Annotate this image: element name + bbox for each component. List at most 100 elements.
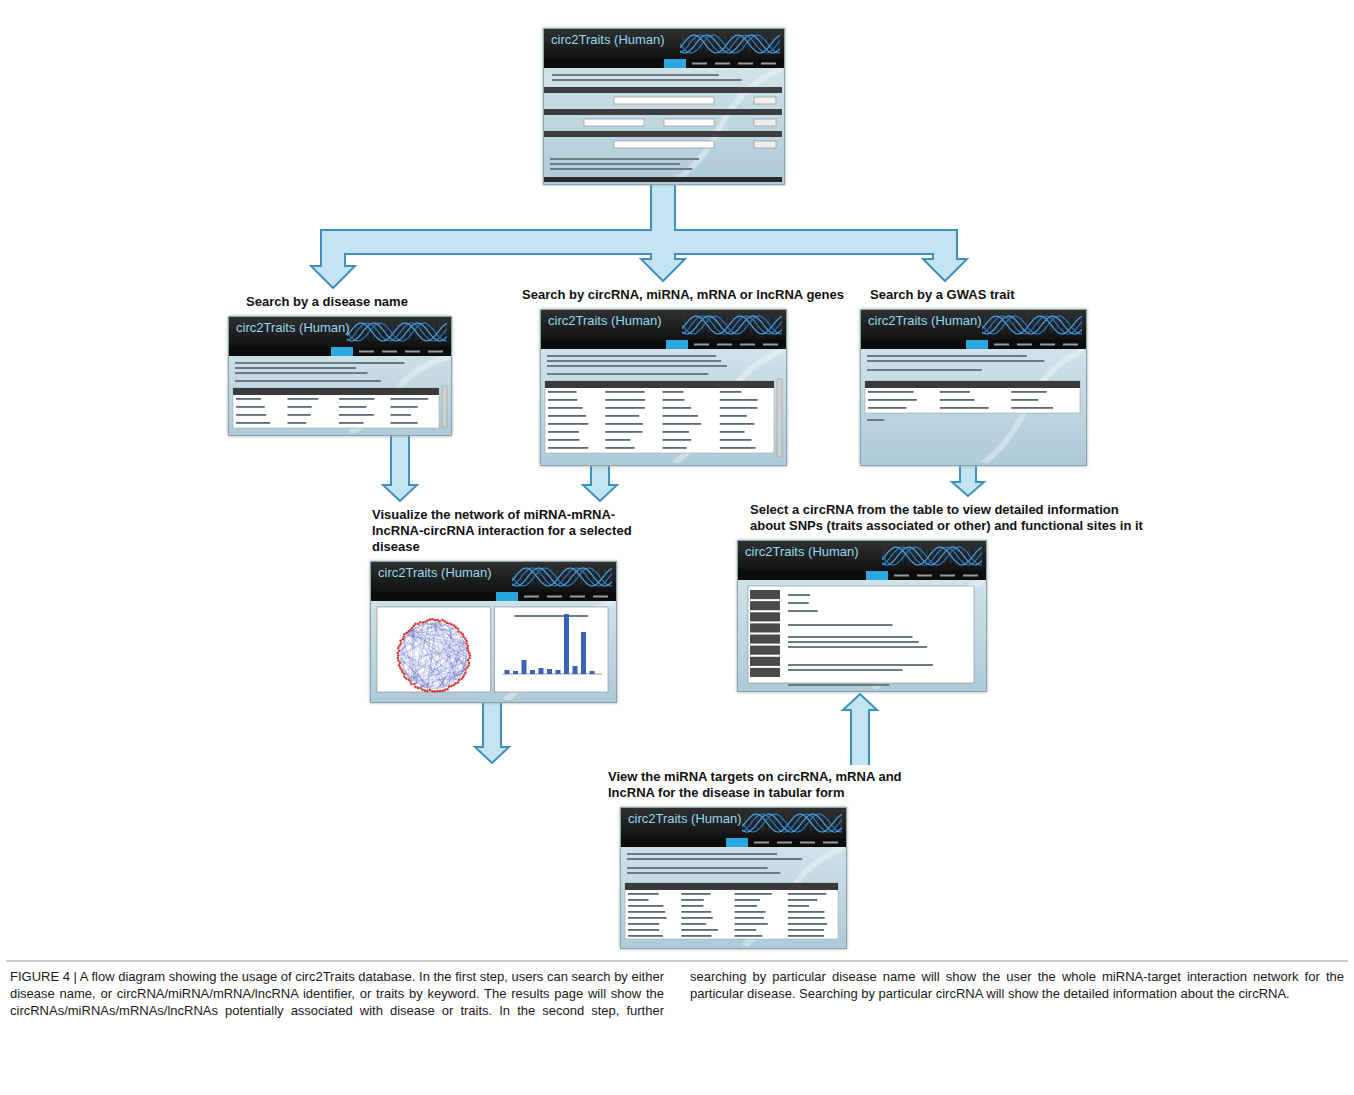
- nav-item: [692, 63, 707, 65]
- dna-rung: [921, 548, 922, 564]
- mock-cell: [288, 398, 319, 400]
- dna-rung: [1057, 317, 1058, 333]
- mock-cell: [720, 415, 747, 417]
- network-node: [399, 666, 402, 669]
- mock-cell: [720, 447, 756, 449]
- dna-rung: [719, 36, 720, 52]
- mock-cell: [548, 391, 577, 393]
- network-node: [464, 668, 467, 671]
- nav-graphic: [738, 571, 984, 580]
- dna-strand: [682, 316, 782, 334]
- network-node: [465, 640, 468, 643]
- chart-bar: [513, 671, 518, 674]
- dna-rung: [428, 324, 429, 340]
- mock-cell: [940, 391, 970, 393]
- mock-text-line: [788, 664, 933, 666]
- chart-bar: [573, 666, 578, 674]
- dna-rung: [739, 317, 740, 333]
- site-nav: [541, 340, 786, 349]
- block-arrow-joint: [322, 263, 344, 267]
- figure-caption: FIGURE 4 | A flow diagram showing the us…: [10, 968, 1344, 1019]
- dna-rung: [368, 324, 369, 340]
- dna-rung: [823, 815, 824, 831]
- dna-rung: [709, 317, 710, 333]
- mock-cell: [681, 893, 710, 895]
- mock-cell: [1011, 391, 1046, 393]
- mock-cell: [663, 415, 698, 417]
- network-node: [431, 618, 434, 621]
- mock-text-line: [788, 624, 893, 626]
- mock-sidebar-cell: [750, 590, 780, 599]
- dna-rung: [779, 36, 780, 52]
- mock-cell: [735, 899, 761, 901]
- mock-cell: [548, 415, 586, 417]
- block-arrow-head: [311, 266, 355, 288]
- dna-rung: [731, 36, 732, 52]
- dna-rung: [356, 324, 357, 340]
- site-nav: [544, 59, 784, 68]
- mock-text-line: [627, 867, 768, 869]
- network-node: [458, 679, 461, 682]
- dna-rung: [701, 36, 702, 52]
- nav-item: [547, 596, 562, 598]
- dna-rung: [985, 317, 986, 333]
- dna-rung: [410, 324, 411, 340]
- dna-rung: [743, 36, 744, 52]
- mock-cell: [663, 447, 687, 449]
- nav-graphic: [621, 838, 844, 847]
- mock-cell: [788, 905, 809, 907]
- network-node: [454, 626, 457, 629]
- nav-item: [1063, 344, 1078, 346]
- dna-strand: [982, 316, 1082, 334]
- network-node: [439, 620, 442, 623]
- block-arrow-fill: [484, 703, 500, 748]
- network-node: [457, 681, 460, 684]
- dna-rung: [434, 324, 435, 340]
- dna-strand: [512, 568, 612, 586]
- dna-rung: [957, 548, 958, 564]
- mock-sidebar-cell: [750, 612, 780, 621]
- network-link: [404, 640, 459, 677]
- screenshot-body: [738, 580, 984, 689]
- site-nav: [371, 592, 616, 601]
- dna-rung: [683, 36, 684, 52]
- mock-panel: [495, 607, 609, 692]
- network-node: [397, 652, 400, 655]
- mock-cell: [735, 905, 758, 907]
- mock-cell: [391, 414, 411, 416]
- network-link: [426, 628, 452, 689]
- screenshot-step: Visualize the network of miRNA-mRNA-lncR…: [368, 503, 636, 703]
- site-header: circ2Traits (Human): [861, 310, 1086, 340]
- nav-item: [761, 63, 776, 65]
- nav-item: [940, 575, 955, 577]
- nav-item: [359, 351, 374, 353]
- nav-item: [800, 842, 815, 844]
- network-node: [417, 687, 420, 690]
- network-node: [414, 623, 417, 626]
- block-arrow-outline: [390, 436, 410, 486]
- site-nav: [229, 347, 451, 356]
- network-node: [411, 627, 414, 630]
- network-node: [399, 661, 402, 664]
- network-node: [467, 644, 470, 647]
- mock-text-line: [867, 419, 884, 421]
- network-node: [398, 664, 401, 667]
- block-arrow-outline: [482, 703, 502, 748]
- network-link: [416, 622, 428, 684]
- nav-tab-active: [331, 347, 353, 356]
- dna-strand: [742, 814, 842, 832]
- mock-cell: [288, 406, 312, 408]
- dna-rung: [691, 317, 692, 333]
- mock-cell: [628, 905, 664, 907]
- site-header: circ2Traits (Human): [371, 562, 616, 592]
- mock-cell: [339, 406, 366, 408]
- network-node: [448, 685, 451, 688]
- dna-rung: [745, 815, 746, 831]
- site-logo: circ2Traits (Human): [229, 317, 350, 336]
- mock-cell: [663, 407, 692, 409]
- step-heading: Search by circRNA, miRNA, mRNA or lncRNA…: [522, 287, 844, 303]
- mock-text-line: [627, 858, 802, 860]
- network-node: [405, 677, 408, 680]
- site-header: circ2Traits (Human): [621, 808, 846, 838]
